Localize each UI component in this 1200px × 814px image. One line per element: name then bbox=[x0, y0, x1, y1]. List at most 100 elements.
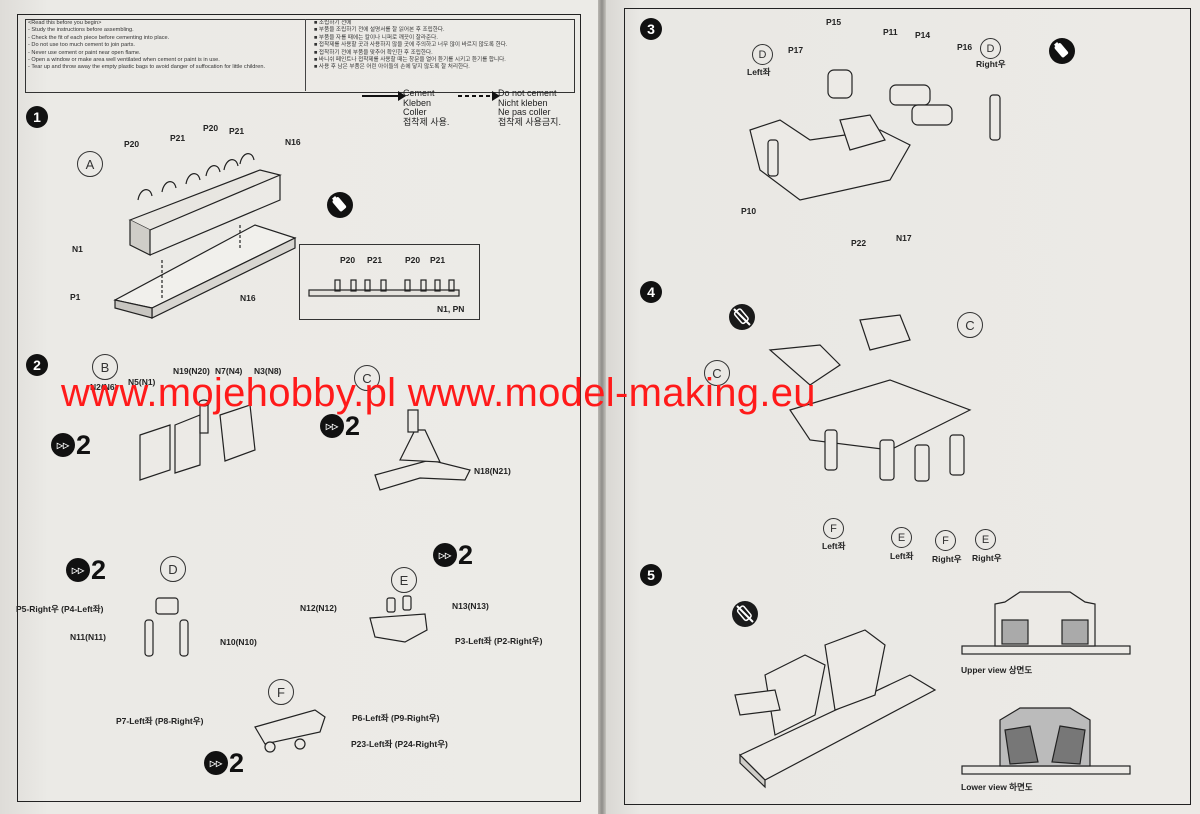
step2f-label-p7: P7-Left좌 (P8-Right우) bbox=[116, 716, 204, 726]
step4-sub-c-left: C bbox=[704, 360, 730, 386]
inset-label-p21a: P21 bbox=[367, 255, 383, 265]
subassembly-e-badge: E bbox=[391, 567, 417, 593]
upper-view-drawing bbox=[961, 591, 1131, 655]
step2d-label-p5: P5-Right우 (P4-Left좌) bbox=[16, 604, 104, 614]
step-2c-drawing bbox=[374, 409, 471, 491]
step4-bottom-e-right-text: Right우 bbox=[972, 553, 1002, 563]
subassembly-b-badge: B bbox=[92, 354, 118, 380]
make-two-e: ▷▷ 2 bbox=[433, 542, 473, 569]
legend-cement: Cement Kleben Coller 접착제 사용. bbox=[403, 88, 450, 127]
cement-tube-icon-3 bbox=[1049, 38, 1075, 64]
step3-label-p15: P15 bbox=[826, 17, 842, 27]
step2d-label-n11: N11(N11) bbox=[70, 632, 106, 642]
step-3-badge: 3 bbox=[640, 18, 662, 40]
lower-view-drawing bbox=[961, 707, 1131, 775]
step-4-badge: 4 bbox=[640, 281, 662, 303]
step4-sub-c-right: C bbox=[957, 312, 983, 338]
step-5-drawing bbox=[734, 629, 937, 789]
step1-inset-drawing bbox=[308, 279, 460, 297]
make-two-f: ▷▷ 2 bbox=[204, 750, 244, 777]
step3-sub-d-right: D bbox=[980, 38, 1001, 59]
warning-box bbox=[25, 19, 575, 93]
step1-label-p1: P1 bbox=[70, 292, 81, 302]
step-3-drawing bbox=[749, 69, 1001, 201]
step4-bottom-e-left: E bbox=[891, 527, 912, 548]
step4-bottom-f-left: F bbox=[823, 518, 844, 539]
step4-bottom-e-left-text: Left좌 bbox=[890, 551, 914, 561]
warning-en: <Read this before you begin> - Study the… bbox=[28, 20, 266, 71]
step3-label-p22: P22 bbox=[851, 238, 867, 248]
no-cement-icon-5 bbox=[732, 601, 758, 627]
step-2d-drawing bbox=[144, 597, 189, 657]
step2e-label-n13: N13(N13) bbox=[452, 601, 489, 611]
step3-label-p14: P14 bbox=[915, 30, 931, 40]
step2c-label-n18: N18(N21) bbox=[474, 466, 511, 476]
legend-no-cement: Do not cement Nicht kleben Ne pas coller… bbox=[498, 88, 561, 127]
step2f-label-p6: P6-Left좌 (P9-Right우) bbox=[352, 713, 440, 723]
make-two-icon-e: ▷▷ bbox=[433, 543, 457, 567]
subassembly-a-badge: A bbox=[77, 151, 103, 177]
step3-sub-d-left: D bbox=[752, 44, 773, 65]
left-frame bbox=[17, 14, 581, 802]
step1-label-p20b: P20 bbox=[203, 123, 219, 133]
right-frame bbox=[624, 8, 1191, 805]
subassembly-f-badge: F bbox=[268, 679, 294, 705]
no-cement-icon bbox=[729, 304, 755, 330]
lower-view-label: Lower view 하면도 bbox=[961, 782, 1033, 792]
step1-label-p21b: P21 bbox=[229, 126, 245, 136]
step3-label-p16: P16 bbox=[957, 42, 973, 52]
subassembly-c-badge: C bbox=[354, 365, 380, 391]
step2b-label-n5: N5(N1) bbox=[128, 377, 156, 387]
step4-bottom-f-left-text: Left좌 bbox=[822, 541, 846, 551]
step-1-badge: 1 bbox=[26, 106, 48, 128]
cement-tube-icon bbox=[327, 192, 353, 218]
page-fold bbox=[598, 0, 606, 814]
step1-label-n16b: N16 bbox=[240, 293, 256, 303]
warning-divider bbox=[305, 19, 306, 91]
step4-bottom-e-right: E bbox=[975, 529, 996, 550]
step2b-label-n3: N3(N8) bbox=[254, 366, 282, 376]
step2e-label-n12: N12(N12) bbox=[300, 603, 337, 613]
step2e-label-p3: P3-Left좌 (P2-Right우) bbox=[455, 636, 543, 646]
left-page bbox=[0, 0, 600, 814]
step3-left-text: Left좌 bbox=[747, 67, 771, 77]
step3-label-n17: N17 bbox=[896, 233, 912, 243]
step-2f-drawing bbox=[254, 709, 326, 753]
step1-inset-box bbox=[299, 244, 480, 320]
upper-view-label: Upper view 상면도 bbox=[961, 665, 1033, 675]
step-5-badge: 5 bbox=[640, 564, 662, 586]
step1-label-p20a: P20 bbox=[124, 139, 140, 149]
step-1-drawing bbox=[113, 153, 297, 319]
step4-bottom-f-right-text: Right우 bbox=[932, 554, 962, 564]
no-cement-arrow-icon bbox=[458, 91, 500, 101]
subassembly-d-badge: D bbox=[160, 556, 186, 582]
step-2-badge: 2 bbox=[26, 354, 48, 376]
step-4-drawing bbox=[768, 314, 972, 482]
step2b-label-n19: N19(N20) bbox=[173, 366, 210, 376]
step2d-label-n10: N10(N10) bbox=[220, 637, 257, 647]
step3-right-text: Right우 bbox=[976, 59, 1006, 69]
make-two-icon-c: ▷▷ bbox=[320, 414, 344, 438]
cement-arrow-icon bbox=[362, 91, 406, 101]
step4-bottom-f-right: F bbox=[935, 530, 956, 551]
step2f-label-p23: P23-Left좌 (P24-Right우) bbox=[351, 739, 448, 749]
step1-label-n1: N1 bbox=[72, 244, 83, 254]
step3-label-p10: P10 bbox=[741, 206, 757, 216]
step3-label-p11: P11 bbox=[883, 27, 898, 37]
watermark: www.mojehobby.pl www.model-making.eu bbox=[61, 371, 816, 415]
step2b-label-n7: N7(N4) bbox=[215, 366, 243, 376]
make-two-c: ▷▷ 2 bbox=[320, 413, 360, 440]
inset-caption: N1, PN bbox=[437, 304, 465, 314]
inset-label-p21b: P21 bbox=[430, 255, 446, 265]
step1-label-n16a: N16 bbox=[285, 137, 301, 147]
step3-label-p17: P17 bbox=[788, 45, 804, 55]
inset-label-p20a: P20 bbox=[340, 255, 356, 265]
inset-label-p20b: P20 bbox=[405, 255, 421, 265]
step2b-label-n2: N2(N6) bbox=[90, 382, 118, 392]
make-two-d: ▷▷ 2 bbox=[66, 557, 106, 584]
warning-ko: ■ 조립하기 전에 ■ 부품을 조립하기 전에 설명서를 잘 읽어본 후 조립한… bbox=[314, 20, 508, 71]
step-2b-drawing bbox=[139, 399, 256, 481]
make-two-icon-f: ▷▷ bbox=[204, 751, 228, 775]
step1-label-p21a: P21 bbox=[170, 133, 186, 143]
make-two-b: ▷▷ 2 bbox=[51, 432, 91, 459]
